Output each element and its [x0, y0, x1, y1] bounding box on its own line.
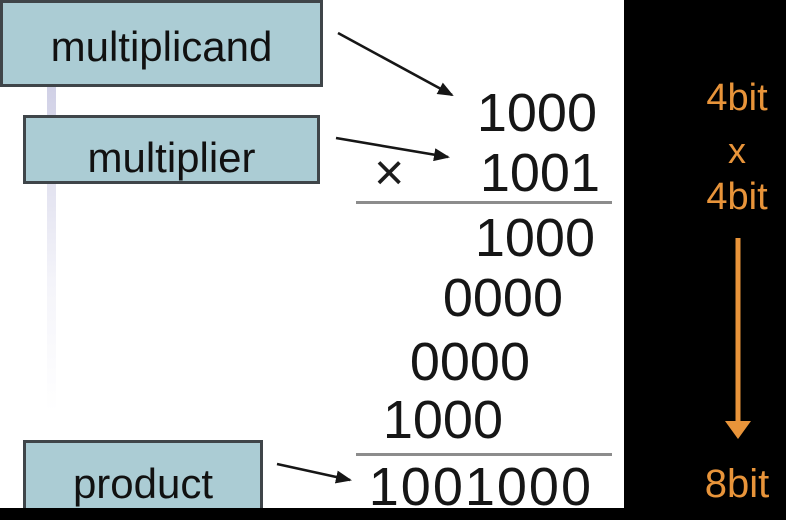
- bottom-black-bar: [0, 508, 786, 520]
- multiplicand-box: multiplicand: [0, 0, 323, 87]
- partial-product-row: 0000: [409, 332, 530, 392]
- bitwidth-bottom: 4bit: [706, 176, 768, 218]
- bitwidth-arrow: [725, 238, 751, 439]
- multiplicand-value: 1000: [476, 83, 597, 143]
- product-box: product: [23, 440, 263, 514]
- bitwidth-operator: x: [728, 130, 746, 171]
- rule-above-product: [356, 453, 612, 456]
- product-arrow: [276, 462, 352, 484]
- multiplier-box: multiplier: [23, 115, 320, 184]
- multiplier-value: 1001: [479, 143, 600, 203]
- partial-product-row: 1000: [382, 390, 503, 450]
- partial-product-row: 1000: [474, 208, 595, 268]
- partial-product-row: 0000: [442, 268, 563, 328]
- product-value: 1001000: [368, 457, 593, 517]
- multiplier-label: multiplier: [87, 133, 256, 181]
- multiply-sign: ×: [374, 144, 405, 202]
- rule-under-multiplier: [356, 201, 612, 204]
- bitwidth-top: 4bit: [706, 77, 768, 119]
- multiplicand-label: multiplicand: [50, 22, 273, 70]
- right-black-panel: 4bit x 4bit 8bit: [624, 0, 786, 520]
- product-label: product: [72, 460, 214, 507]
- bitwidth-result: 8bit: [704, 462, 770, 506]
- connector-line: [47, 82, 56, 412]
- multiplicand-arrow: [337, 31, 454, 97]
